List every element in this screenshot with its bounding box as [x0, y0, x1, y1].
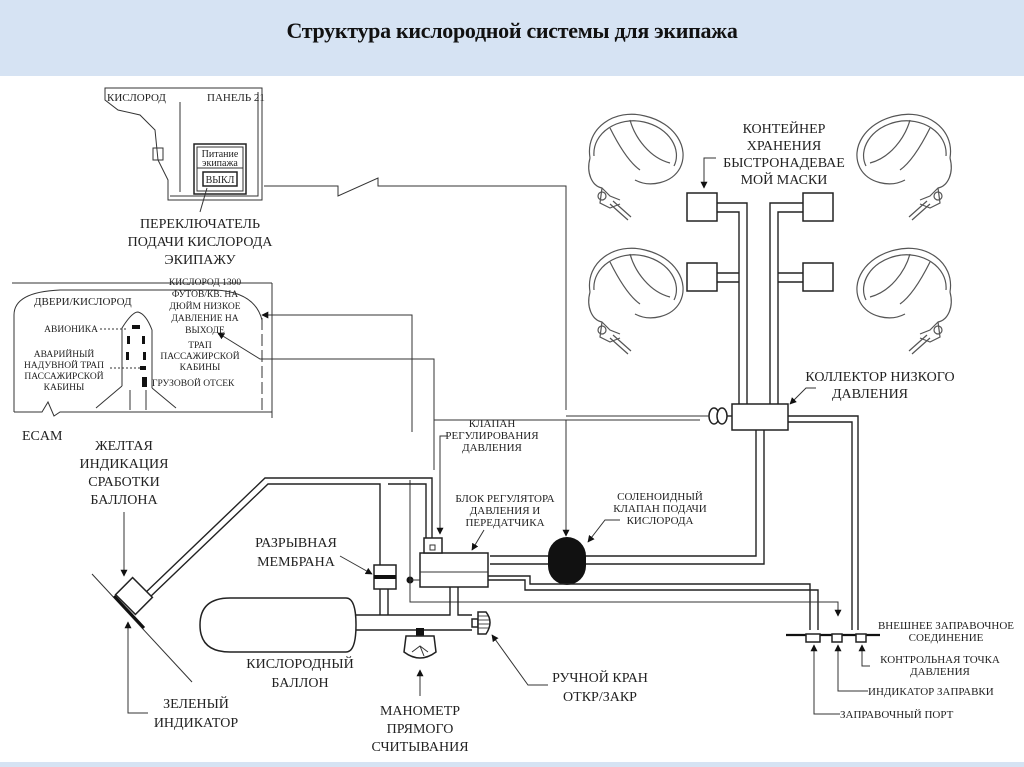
gauge-label-3: СЧИТЫВАНИЯ — [371, 740, 468, 755]
switch-caption-line2: экипажа — [202, 158, 238, 169]
gauge-label-1: МАНОМЕТР — [380, 704, 460, 719]
yellow-indication-label-2: ИНДИКАЦИЯ — [80, 457, 169, 472]
solenoid-valve-icon — [548, 537, 586, 585]
regulator-label-1: БЛОК РЕГУЛЯТОРА — [455, 493, 554, 505]
ecam-oxy-readout-5: ВЫХОДЕ — [185, 326, 225, 336]
crew-switch-label-2: ПОДАЧИ КИСЛОРОДА — [128, 235, 274, 250]
yellow-indication-label-1: ЖЕЛТАЯ — [95, 439, 153, 454]
ecam-cargo: ГРУЗОВОЙ ОТСЕК — [152, 377, 235, 389]
header-band: Структура кислородной системы для экипаж… — [0, 0, 1024, 76]
prv-label-1: КЛАПАН — [469, 418, 516, 430]
fill-port-label: ЗАПРАВОЧНЫЙ ПОРТ — [840, 709, 954, 721]
mask-stowage-label-1: КОНТЕЙНЕР — [743, 120, 826, 137]
page-title: Структура кислородной системы для экипаж… — [286, 18, 738, 43]
yellow-indication-label-4: БАЛЛОНА — [90, 493, 158, 508]
fill-port — [805, 633, 821, 643]
mask-stowage-label-2: ХРАНЕНИЯ — [747, 139, 821, 154]
manifold-label-2: ДАВЛЕНИЯ — [832, 387, 908, 402]
ecam-label: ECAM — [22, 429, 63, 444]
burst-disc-label-1: РАЗРЫВНАЯ — [255, 536, 337, 551]
cylinder-label-1: КИСЛОРОДНЫЙ — [246, 655, 353, 672]
manual-valve-label-2: ОТКР/ЗАКР — [563, 690, 637, 705]
regulator-label-3: ПЕРЕДАТЧИКА — [465, 517, 544, 529]
footer-band — [0, 762, 1024, 767]
yellow-indication-label-3: СРАБОТКИ — [88, 475, 160, 490]
ecam-oxy-readout-1: КИСЛОРОД 1300 — [169, 278, 241, 288]
fill-indicator — [831, 633, 843, 643]
crew-switch-label-1: ПЕРЕКЛЮЧАТЕЛЬ — [140, 217, 260, 232]
ecam-page-title: ДВЕРИ/КИСЛОРОД — [34, 296, 132, 308]
cylinder-label-2: БАЛЛОН — [271, 676, 328, 691]
ecam-emergency-slide-2: НАДУВНОЙ ТРАП — [24, 359, 104, 371]
ecam-emergency-slide-4: КАБИНЫ — [44, 383, 85, 393]
mask-stowage-box — [686, 262, 718, 292]
test-point-label-2: ДАВЛЕНИЯ — [910, 666, 970, 678]
switch-state-label: ВЫКЛ — [206, 175, 235, 186]
panel-21-label: ПАНЕЛЬ 21 — [207, 92, 265, 104]
valve-knob-icon[interactable] — [477, 611, 491, 635]
external-fill-label-1: ВНЕШНЕЕ ЗАПРАВОЧНОЕ — [878, 620, 1014, 632]
solenoid-label-1: СОЛЕНОИДНЫЙ — [617, 491, 703, 503]
prv-label-2: РЕГУЛИРОВАНИЯ — [445, 430, 539, 442]
ecam-avionics: АВИОНИКА — [44, 325, 98, 335]
solenoid-label-3: КИСЛОРОДА — [627, 515, 694, 527]
fill-indicator-label: ИНДИКАТОР ЗАПРАВКИ — [868, 686, 994, 698]
ecam-oxy-readout-2: ФУТОВ/КВ. НА — [172, 290, 238, 300]
oxygen-mask-icon — [856, 113, 952, 221]
ecam-oxy-readout-3: ДЮЙМ НИЗКОЕ — [169, 300, 240, 312]
regulator-label-2: ДАВЛЕНИЯ И — [470, 505, 541, 517]
ecam-oxy-readout-4: ДАВЛЕНИЕ НА — [171, 314, 238, 324]
mask-stowage-box — [802, 262, 834, 292]
ecam-display: ДВЕРИ/КИСЛОРОД КИСЛОРОД 1300 ФУТОВ/КВ. Н… — [12, 278, 273, 444]
burst-disc-label-2: МЕМБРАНА — [257, 555, 336, 570]
discharge-indicator — [114, 576, 154, 616]
oxygen-mask-icon — [588, 113, 684, 221]
prv-label-3: ДАВЛЕНИЯ — [462, 442, 522, 454]
cylinder-icon — [199, 597, 357, 653]
oxygen-mask-icon — [856, 247, 952, 355]
mask-stowage-label-4: МОЙ МАСКИ — [741, 171, 828, 188]
pressure-test-point — [855, 633, 867, 643]
crew-supply-switch[interactable] — [202, 171, 238, 187]
solenoid-label-2: КЛАПАН ПОДАЧИ — [613, 503, 707, 515]
low-pressure-manifold — [731, 403, 789, 431]
green-indicator-label-1: ЗЕЛЕНЫЙ — [163, 695, 229, 712]
manifold-label-1: КОЛЛЕКТОР НИЗКОГО — [805, 370, 954, 385]
mask-stowage-label-3: БЫСТРОНАДЕВАЕ — [723, 156, 845, 171]
crew-switch-label-3: ЭКИПАЖУ — [164, 253, 235, 268]
ecam-cabin-slide-2: ПАССАЖИРСКОЙ — [160, 350, 239, 362]
ecam-emergency-slide-1: АВАРИЙНЫЙ — [34, 348, 95, 360]
mask-stowage-box — [686, 192, 718, 222]
ecam-cabin-slide-3: КАБИНЫ — [180, 363, 221, 373]
overhead-panel: КИСЛОРОД ПАНЕЛЬ 21 Питание экипажа ВЫКЛ — [104, 87, 265, 213]
external-fill-label-2: СОЕДИНЕНИЕ — [909, 632, 984, 644]
manual-valve-label-1: РУЧНОЙ КРАН — [552, 669, 648, 686]
ecam-cabin-slide-1: ТРАП — [188, 341, 212, 351]
panel-oxygen-label: КИСЛОРОД — [107, 92, 166, 104]
switch-caption-line1: Питание — [202, 149, 239, 160]
ecam-emergency-slide-3: ПАССАЖИРСКОЙ — [24, 370, 103, 382]
gauge-label-2: ПРЯМОГО — [387, 722, 454, 737]
regulator-transmitter — [419, 552, 489, 588]
green-indicator-label-2: ИНДИКАТОР — [154, 716, 239, 731]
test-point-label-1: КОНТРОЛЬНАЯ ТОЧКА — [880, 654, 1000, 666]
oxygen-mask-icon — [588, 247, 684, 355]
mask-stowage-box — [802, 192, 834, 222]
